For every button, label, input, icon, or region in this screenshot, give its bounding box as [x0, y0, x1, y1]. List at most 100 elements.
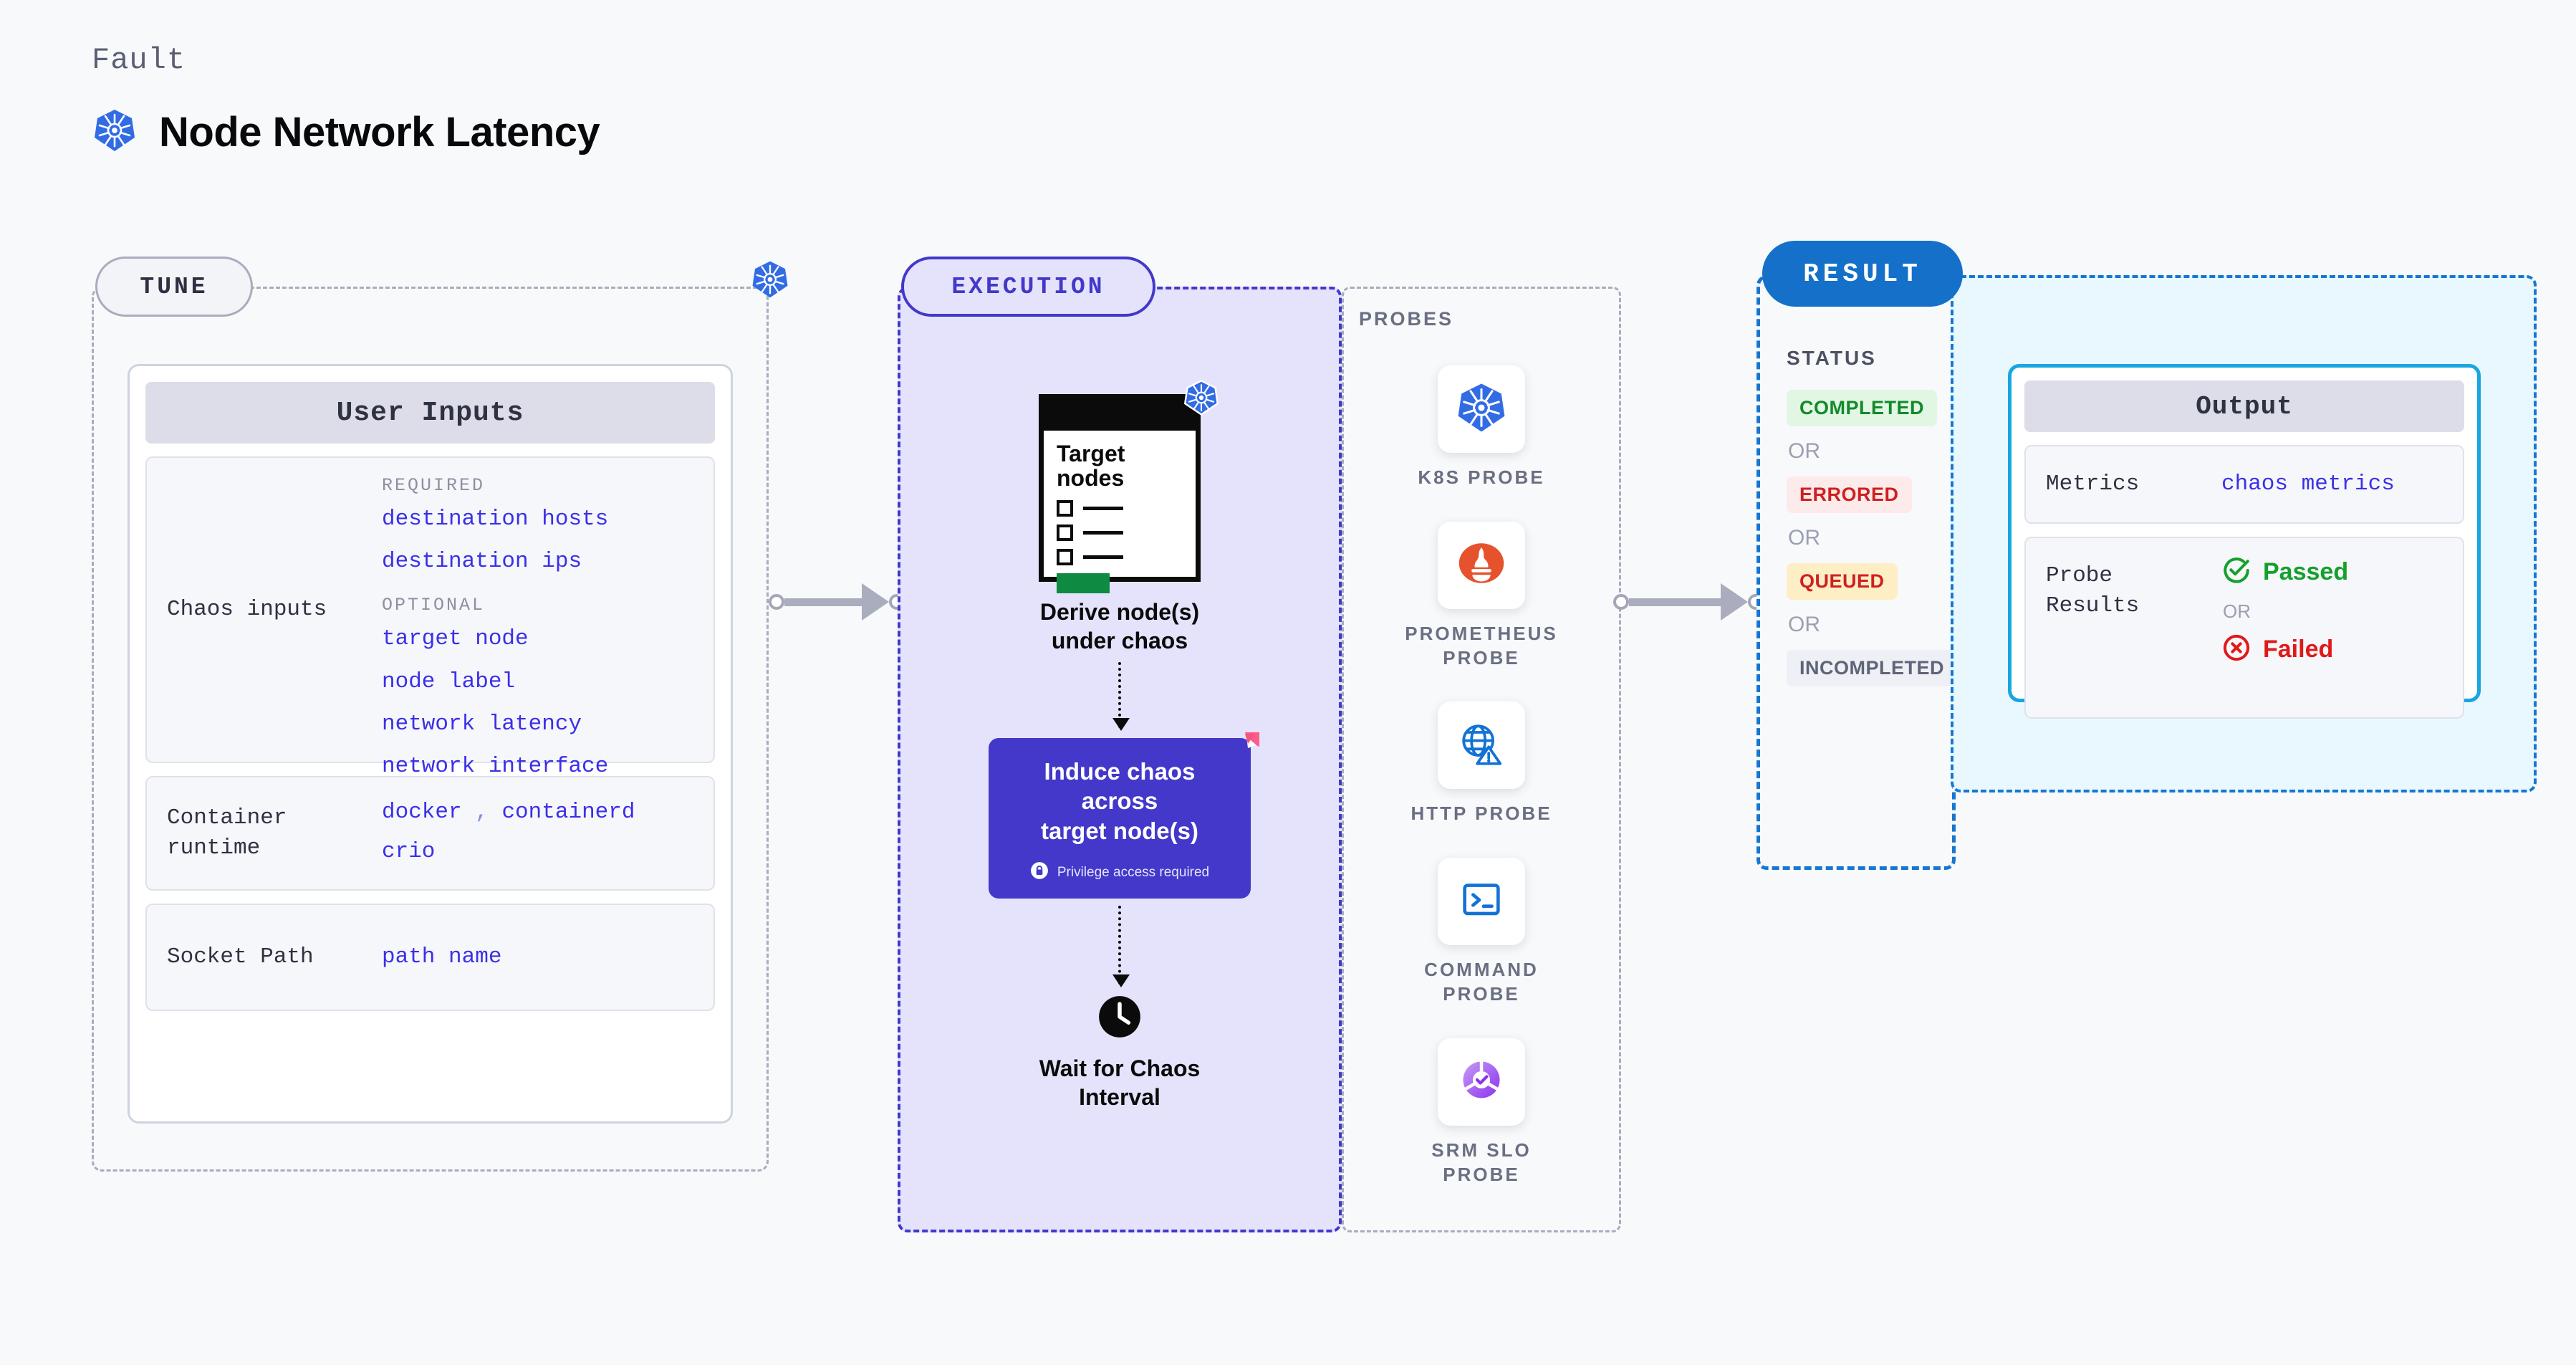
user-inputs-title: User Inputs	[145, 382, 715, 444]
output-title: Output	[2024, 380, 2464, 432]
probe-result-failed: Failed	[2221, 633, 2443, 666]
connector-start-dot	[769, 594, 784, 610]
output-panel: Output Metrics chaos metrics Probe Resul…	[1951, 275, 2537, 792]
probe-tile	[1438, 521, 1525, 609]
probe-item-prometheus[interactable]: PROMETHEUS PROBE	[1342, 521, 1621, 671]
probe-results-row: Probe Results Passed OR	[2024, 537, 2464, 719]
probe-results-label: Probe Results	[2046, 563, 2140, 618]
status-badge-incompleted: INCOMPLETED	[1787, 650, 1958, 686]
probes-title: PROBES	[1359, 308, 1454, 330]
required-group-title: REQUIRED	[382, 475, 486, 496]
connector-line	[1629, 598, 1721, 606]
status-badge-completed: COMPLETED	[1787, 390, 1938, 426]
clock-icon	[1096, 993, 1143, 1044]
probe-label: HTTP PROBE	[1410, 803, 1552, 825]
probes-list: K8S PROBE PROMETHEUS PROBE	[1342, 365, 1621, 1218]
prometheus-icon	[1455, 537, 1508, 593]
probe-tile	[1438, 858, 1525, 946]
document-title: Target nodes	[1057, 441, 1125, 491]
probe-label: COMMAND PROBE	[1424, 959, 1539, 1005]
or-label: OR	[1788, 613, 1820, 636]
induce-chaos-box[interactable]: Induce chaos across target node(s) Privi…	[989, 732, 1259, 899]
tune-pill[interactable]: TUNE	[95, 257, 253, 317]
document-checklist	[1057, 500, 1196, 566]
execution-flow: Target nodes Derive node(s)	[898, 380, 1342, 1111]
value-separator: ,	[475, 800, 489, 825]
input-destination-hosts[interactable]: destination hosts	[382, 507, 609, 532]
failed-label: Failed	[2263, 636, 2334, 663]
checkbox-icon	[1057, 525, 1073, 542]
input-network-interface[interactable]: network interface	[382, 753, 609, 779]
check-circle-icon	[2221, 555, 2251, 589]
probe-item-command[interactable]: COMMAND PROBE	[1342, 858, 1621, 1007]
input-destination-ips[interactable]: destination ips	[382, 549, 582, 575]
passed-label: Passed	[2263, 558, 2349, 585]
checkbox-icon	[1057, 500, 1073, 517]
kubernetes-icon	[92, 107, 138, 157]
list-line	[1083, 555, 1123, 560]
probe-label: K8S PROBE	[1418, 466, 1545, 488]
tune-panel: TUNE User Inputs Chaos inputs REQUIRED d…	[92, 257, 788, 1172]
value-containerd[interactable]: containerd	[501, 800, 635, 825]
status-badge-errored: ERRORED	[1787, 476, 1912, 513]
metrics-label: Metrics	[2046, 471, 2140, 497]
chaos-inputs-label: Chaos inputs	[167, 597, 327, 623]
container-runtime-values: docker , containerd	[382, 799, 693, 825]
probe-item-srm-slo[interactable]: SRM SLO PROBE	[1342, 1038, 1621, 1187]
kubernetes-icon	[1455, 381, 1508, 438]
input-target-node[interactable]: target node	[382, 626, 529, 652]
execution-panel: EXECUTION Target nodes	[898, 257, 1342, 1232]
chaos-inputs-section: Chaos inputs REQUIRED destination hosts …	[145, 456, 715, 779]
metrics-row: Metrics chaos metrics	[2024, 445, 2464, 524]
status-title: STATUS	[1787, 347, 1877, 369]
list-line	[1083, 531, 1123, 535]
value-path-name[interactable]: path name	[382, 944, 502, 970]
lock-icon	[1030, 861, 1049, 884]
metrics-value[interactable]: chaos metrics	[2221, 471, 2395, 497]
or-label: OR	[1788, 526, 1820, 550]
result-panel: RESULT STATUS COMPLETED OR ERRORED OR QU…	[1756, 241, 1963, 870]
page-header: Fault Node Network Latency	[92, 43, 600, 157]
srm-slo-icon	[1456, 1054, 1507, 1109]
connector-line	[784, 598, 862, 606]
value-docker[interactable]: docker	[382, 800, 462, 825]
probes-panel: PROBES K8S PROBE	[1342, 287, 1621, 1232]
flow-arrow-2	[1112, 905, 1130, 987]
probe-result-passed: Passed	[2221, 555, 2443, 589]
target-nodes-document: Target nodes	[1039, 380, 1219, 594]
kubernetes-icon	[750, 259, 790, 303]
command-terminal-icon	[1456, 875, 1506, 929]
kubernetes-icon	[1183, 379, 1220, 420]
or-label: OR	[2223, 600, 2251, 622]
socket-path-label: Socket Path	[167, 944, 314, 970]
execution-pill[interactable]: EXECUTION	[901, 257, 1155, 317]
probe-tile	[1438, 701, 1525, 790]
status-badge-queued: QUEUED	[1787, 563, 1898, 600]
derive-nodes-caption: Derive node(s) under chaos	[1039, 599, 1200, 653]
connector-start-dot	[1613, 594, 1629, 610]
x-circle-icon	[2221, 633, 2251, 666]
socket-path-section: Socket Path path name	[145, 904, 715, 1011]
checkbox-icon	[1057, 549, 1073, 566]
input-network-latency[interactable]: network latency	[382, 711, 582, 737]
probe-item-k8s[interactable]: K8S PROBE	[1342, 365, 1621, 490]
value-crio[interactable]: crio	[382, 839, 436, 865]
connector-tune-to-execution	[769, 580, 905, 623]
induce-chaos-title: Induce chaos across target node(s)	[1040, 758, 1198, 844]
probe-item-http[interactable]: HTTP PROBE	[1342, 701, 1621, 826]
privilege-note-text: Privilege access required	[1057, 864, 1210, 880]
list-line	[1083, 507, 1123, 511]
connector-arrowhead	[862, 583, 889, 621]
tune-panel-border	[92, 287, 769, 1172]
fault-kicker: Fault	[92, 43, 186, 77]
page-title: Node Network Latency	[159, 109, 600, 155]
title-row: Node Network Latency	[92, 107, 600, 157]
probe-label: SRM SLO PROBE	[1431, 1139, 1532, 1185]
user-inputs-card: User Inputs Chaos inputs REQUIRED destin…	[128, 364, 733, 1124]
output-card: Output Metrics chaos metrics Probe Resul…	[2008, 364, 2481, 719]
result-pill[interactable]: RESULT	[1762, 241, 1963, 307]
wait-interval-caption: Wait for Chaos Interval	[1039, 1055, 1201, 1110]
connector-execution-to-result	[1613, 580, 1764, 623]
optional-group-title: OPTIONAL	[382, 595, 486, 616]
input-node-label[interactable]: node label	[382, 669, 516, 694]
